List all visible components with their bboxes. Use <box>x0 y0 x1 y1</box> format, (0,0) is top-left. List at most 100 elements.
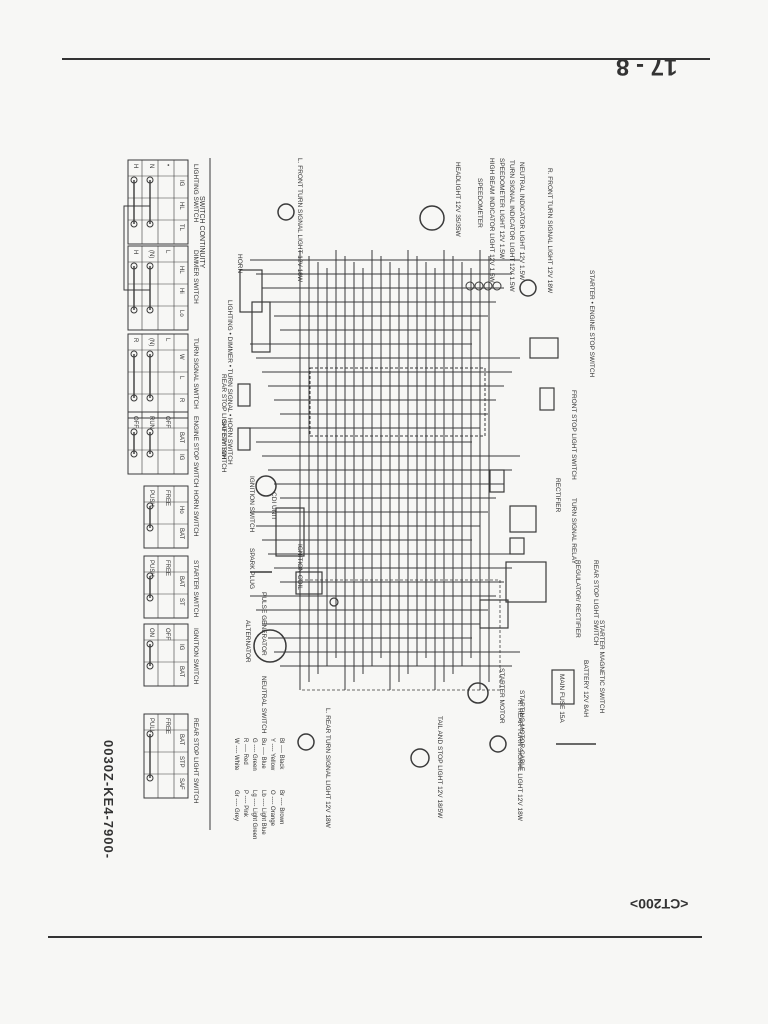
switch-row-label: OFF <box>164 628 170 640</box>
label-turn-relay: TURN SIGNAL RELAY <box>570 498 577 565</box>
switch-row-label: L <box>164 338 170 342</box>
switch-table-title: STARTER SWITCH <box>192 560 199 617</box>
turn-relay-component <box>509 537 525 555</box>
switch-table-title: REAR STOP LIGHT SWITCH <box>192 718 199 804</box>
rectifier-component <box>509 505 537 533</box>
handlebar-switch-connector <box>251 301 271 353</box>
label-ignition-coil: IGNITION COIL <box>296 544 303 590</box>
continuity-dot <box>146 572 154 580</box>
continuity-dot <box>130 176 138 184</box>
label-battery: BATTERY 12V 8AH <box>582 660 589 717</box>
label-spark-plug: SPARK PLUG <box>248 548 255 589</box>
switch-col-label: IG <box>178 454 184 461</box>
switch-row-label: PULL <box>148 718 154 734</box>
switch-col-label: IG <box>178 180 184 187</box>
label-turn-indicator: TURN SIGNAL INDICATOR LIGHT 12V 1.5W <box>508 160 515 292</box>
switch-row-label: OFF <box>164 416 170 428</box>
part-number: 0030Z-KE4-7900- <box>101 740 116 860</box>
ignition-coil-component <box>295 571 323 595</box>
continuity-dot <box>146 176 154 184</box>
switch-table-title: HORN SWITCH <box>192 490 199 537</box>
switch-col-label: STP <box>178 756 184 768</box>
label-headlight: HEADLIGHT 12V 35/35W <box>454 162 461 238</box>
continuity-dot <box>146 394 154 402</box>
switch-col-label: R <box>178 398 184 403</box>
color-legend-entry: O ---- Orange <box>269 790 275 827</box>
continuity-dot <box>146 350 154 358</box>
switch-row-label: PUSH <box>148 560 154 577</box>
continuity-dot <box>146 662 154 670</box>
switch-col-label: HL <box>178 266 184 274</box>
color-legend-entry: P ---- Pink <box>242 790 248 818</box>
safety-switch-component <box>237 427 251 451</box>
switch-col-label: BAT <box>178 432 184 444</box>
switch-row-label: H <box>132 250 138 254</box>
label-rear-stop-switch2: REAR STOP LIGHT SWITCH <box>592 560 599 646</box>
continuity-dot <box>130 306 138 314</box>
color-legend-entry: Br ---- Brown <box>278 790 284 824</box>
switch-col-label: HL <box>178 202 184 210</box>
label-speedometer: SPEEDOMETER <box>476 178 483 228</box>
label-horn: HORN <box>236 254 243 273</box>
switch-table-title: IGNITION SWITCH <box>192 628 199 685</box>
color-legend-entry: Gr ---- Grey <box>233 790 239 821</box>
switch-row-label: FREE <box>164 490 170 506</box>
starter-relay-component <box>479 599 509 629</box>
switch-row-label: (N) <box>148 250 154 258</box>
label-regulator: REGULATOR/ RECTIFIER <box>574 560 581 638</box>
switch-table <box>143 713 189 799</box>
continuity-dot <box>146 306 154 314</box>
label-starter-relay: STARTER MAGNETIC SWITCH <box>598 620 605 714</box>
color-legend-entry: Bl ---- Black <box>278 738 284 770</box>
switch-col-label: Hi <box>178 288 184 294</box>
continuity-dot <box>146 428 154 436</box>
front-stop-switch-2-component <box>539 387 555 411</box>
continuity-dot <box>130 428 138 436</box>
label-high-beam: HIGH BEAM INDICATOR LIGHT 12V 1.5W <box>488 158 495 283</box>
switch-continuity-title: SWITCH CONTINUITY <box>198 196 205 269</box>
top-rule <box>62 58 710 60</box>
switch-col-label: BAT <box>178 734 184 746</box>
switch-col-label: ST <box>178 598 184 606</box>
regulator-component <box>505 561 547 603</box>
battery-component <box>551 669 575 705</box>
continuity-dot <box>146 220 154 228</box>
indicator-bulb <box>474 281 484 291</box>
headlight-bulb <box>419 205 445 231</box>
switch-table <box>143 485 189 549</box>
cdi-unit-component <box>275 507 305 557</box>
switch-table-title: TURN SIGNAL SWITCH <box>192 338 199 409</box>
front-left-turn-bulb <box>277 203 295 221</box>
color-legend-entry: W ---- White <box>233 738 239 771</box>
switch-row-label: R <box>132 338 138 343</box>
switch-col-label: L <box>178 376 184 380</box>
alternator-symbol <box>253 629 287 663</box>
continuity-dot <box>146 262 154 270</box>
continuity-dot <box>146 774 154 782</box>
switch-row-label: (N) <box>148 338 154 346</box>
label-rectifier: RECTIFIER <box>554 478 561 513</box>
color-legend-entry: Lg ---- Light Green <box>251 790 257 839</box>
indicator-bulb <box>483 281 493 291</box>
switch-col-label: BAT <box>178 576 184 588</box>
label-pulse-generator: PULSE GENERATOR <box>260 592 267 656</box>
label-ignition-switch: IGNITION SWITCH <box>248 476 255 533</box>
switch-row-label: • <box>164 164 170 166</box>
switch-col-label: Lo <box>178 310 184 317</box>
label-starter-engine-stop: STARTER • ENGINE STOP SWITCH <box>588 270 595 378</box>
switch-row-label: PUSH <box>148 490 154 507</box>
label-lighting-dimmer: LIGHTING • DIMMER • TURN SIGNAL • HORN S… <box>226 300 233 465</box>
pulse-generator-symbol <box>329 597 339 607</box>
label-neutral-indicator: NEUTRAL INDICATOR LIGHT 12V 1.5W <box>518 162 525 281</box>
switch-table <box>143 555 189 619</box>
continuity-dot <box>146 594 154 602</box>
rear-stop-switch-component <box>237 383 251 407</box>
rear-left-turn-bulb <box>297 733 315 751</box>
label-alternator: ALTERNATOR <box>244 620 251 663</box>
switch-col-label: TL <box>178 224 184 232</box>
ignition-switch-symbol <box>255 475 277 497</box>
label-tail-stop: TAIL AND STOP LIGHT 12V 18/5W <box>436 716 443 819</box>
label-cdi-unit: CDI UNIT <box>270 492 277 520</box>
